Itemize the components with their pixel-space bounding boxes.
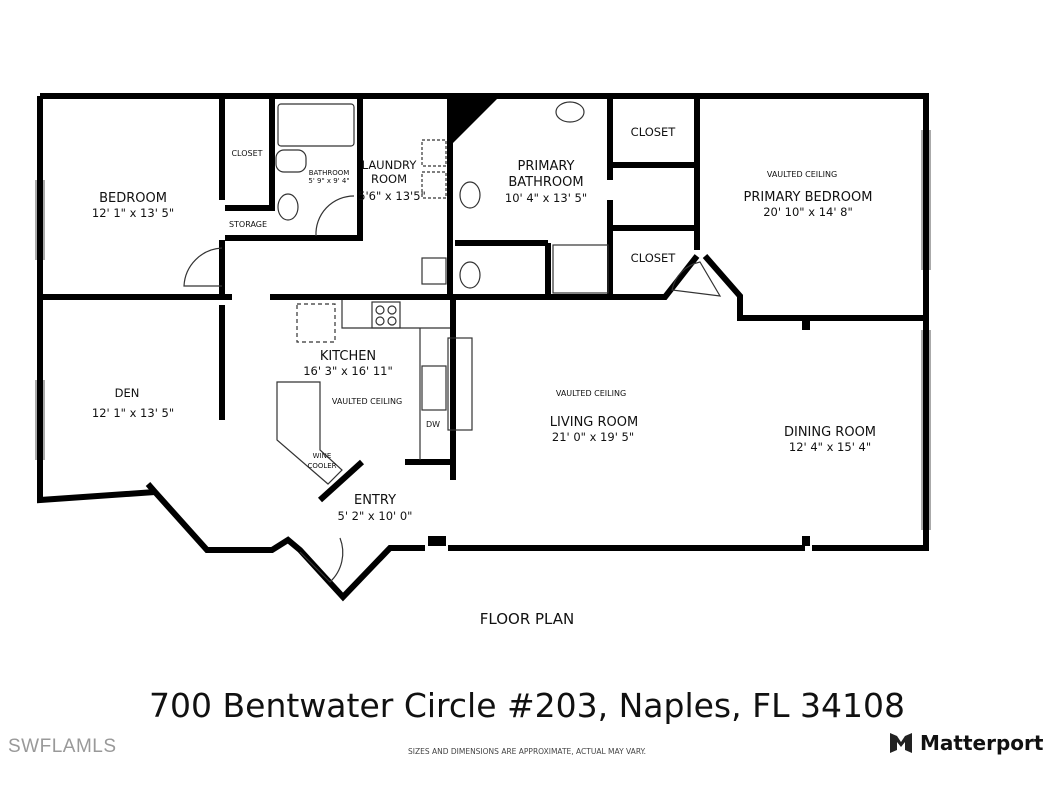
primary-bathroom-label-1: PRIMARY (517, 159, 575, 174)
diagonal-wall-fill (450, 96, 500, 146)
entry-label: ENTRY (353, 493, 397, 508)
range (371, 301, 401, 329)
primary-door (671, 261, 722, 297)
living-note: VAULTED CEILING (555, 389, 627, 398)
dining-room-dims: 12' 4" x 15' 4" (788, 440, 872, 454)
den-dims: 12' 1" x 13' 5" (91, 406, 175, 420)
entry-dims: 5' 2" x 10' 0" (337, 509, 413, 523)
laundry-label-1: LAUNDRY (361, 158, 417, 172)
dw-label: DW (425, 420, 441, 429)
bathroom-dims: 5' 9" x 9' 4" (308, 177, 350, 185)
outer-wall (37, 93, 929, 602)
bedroom-dims: 12' 1" x 13' 5" (91, 206, 175, 220)
brand-name: Matterport (920, 731, 1044, 755)
bathroom-label: BATHROOM (308, 169, 350, 177)
address-title: 700 Bentwater Circle #203, Naples, FL 34… (149, 686, 905, 725)
den-label: DEN (114, 386, 140, 400)
closet-top-label: CLOSET (630, 125, 676, 139)
plan-title: FLOOR PLAN (479, 610, 575, 628)
kitchen-dims: 16' 3" x 16' 11" (303, 364, 393, 378)
primary-toilet (555, 101, 585, 123)
disclaimer: SIZES AND DIMENSIONS ARE APPROXIMATE, AC… (407, 747, 646, 756)
primary-bedroom-wall (450, 254, 926, 321)
laundry-sink (421, 257, 447, 285)
laundry-dims: 5'6" x 13'5" (358, 189, 426, 203)
walls (37, 93, 929, 602)
closet-wall (225, 96, 275, 211)
primary-bedroom-dims: 20' 10" x 14' 8" (763, 205, 853, 219)
bath-sink (275, 149, 307, 173)
primary-toilet-2 (459, 181, 481, 209)
bathtub (277, 103, 355, 147)
storage-label: STORAGE (228, 220, 268, 229)
primary-bathroom-dims: 10' 4" x 13' 5" (504, 191, 588, 205)
closet-label: CLOSET (231, 149, 263, 158)
kitchen-island-wall (317, 459, 365, 503)
toilet-3 (459, 261, 481, 289)
matterport-logo-icon (890, 733, 912, 753)
bedroom-label: BEDROOM (99, 191, 167, 206)
dryer (421, 171, 447, 199)
kitchen-island (276, 381, 343, 485)
bath-door (315, 195, 355, 237)
matterport-brand: Matterport (888, 730, 1043, 756)
kitchen-counter (341, 300, 450, 460)
kitchen-sink (421, 365, 447, 411)
kitchen-note: VAULTED CEILING (331, 397, 403, 406)
washer (421, 139, 447, 167)
closet-mid-label: CLOSET (630, 251, 676, 265)
toilet (277, 193, 299, 221)
primary-bath-wall (455, 96, 613, 297)
windows (35, 130, 931, 530)
primary-bathroom-label-2: BATHROOM (508, 175, 584, 190)
dining-room-label: DINING ROOM (783, 425, 877, 440)
bedroom-door (183, 247, 223, 287)
entry-door (299, 537, 344, 583)
laundry-label-2: ROOM (370, 172, 408, 186)
primary-closet-walls (610, 96, 700, 250)
wine-cooler-label-1: WINE (312, 452, 332, 460)
primary-bedroom-label: PRIMARY BEDROOM (743, 190, 873, 205)
fridge (296, 303, 336, 343)
shower (552, 244, 609, 294)
wine-cooler-label-2: COOLER (307, 462, 337, 470)
peninsula (447, 337, 473, 431)
living-room-dims: 21' 0" x 19' 5" (551, 430, 635, 444)
living-room-label: LIVING ROOM (549, 415, 639, 430)
kitchen-label: KITCHEN (319, 349, 377, 364)
bathroom-wall (272, 96, 363, 241)
primary-bedroom-note: VAULTED CEILING (766, 170, 838, 179)
fixtures (183, 101, 722, 583)
mls-watermark: SWFLAMLS (8, 736, 117, 757)
